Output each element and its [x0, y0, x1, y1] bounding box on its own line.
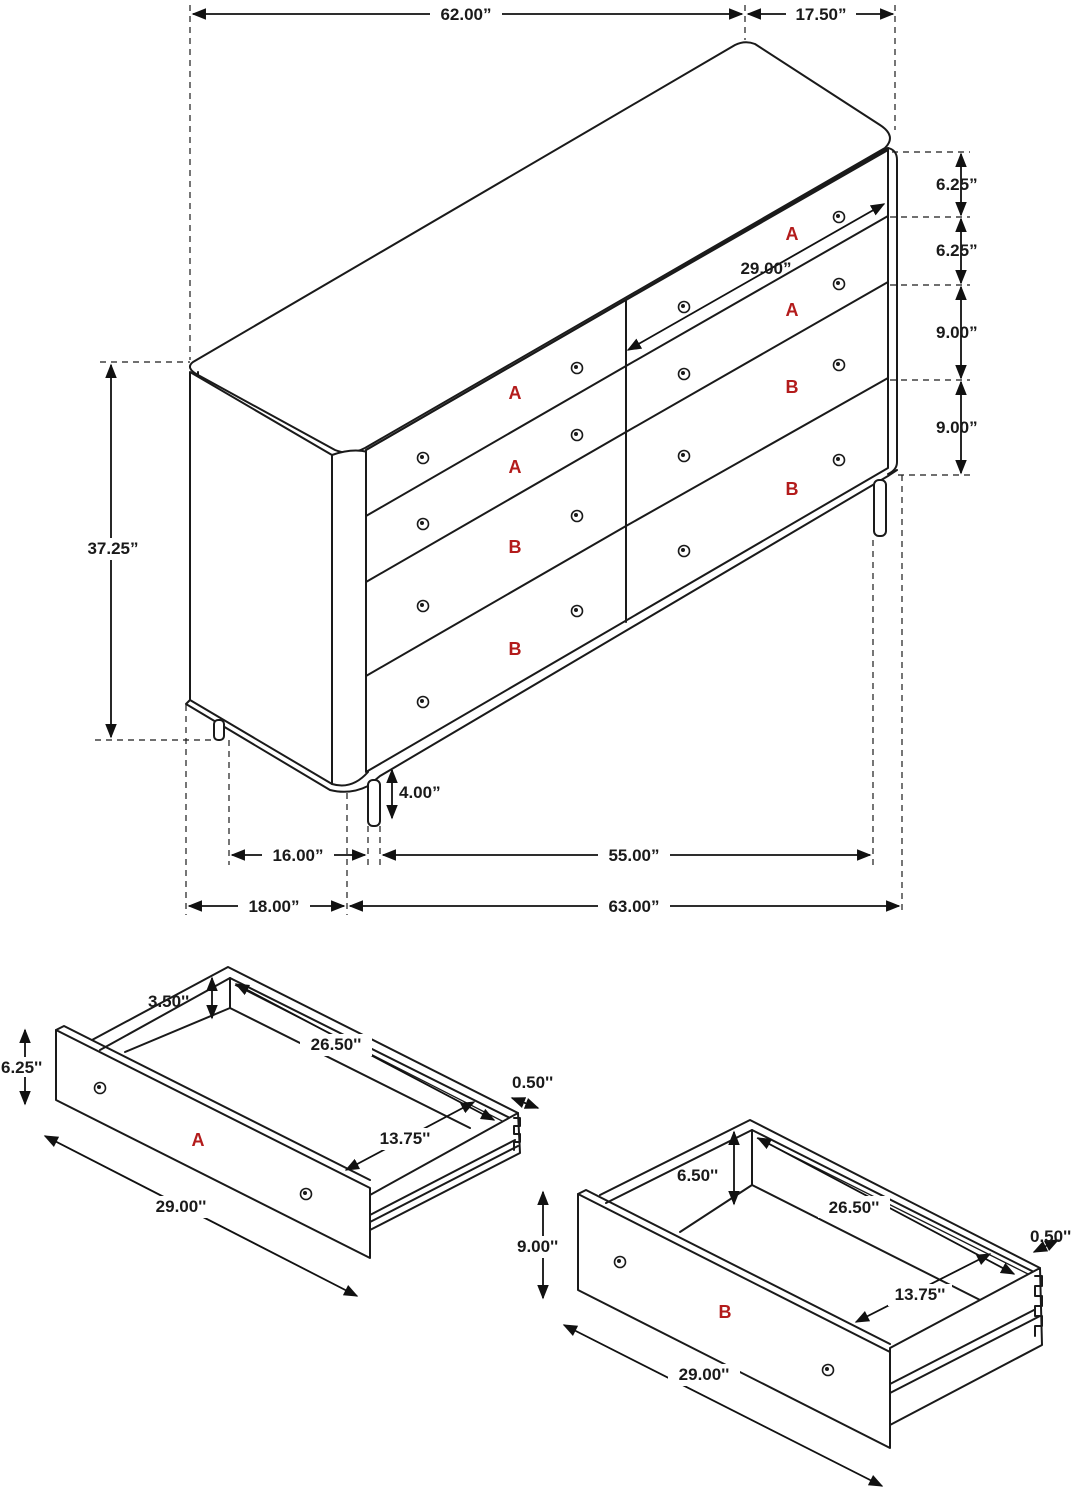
knob-icon [832, 210, 846, 224]
drawer-label-right-2: A [786, 300, 799, 320]
dim-drawer-top-height: 6.25” [936, 175, 978, 194]
knob-icon [299, 1187, 313, 1201]
dim-width: 62.00” [440, 5, 491, 24]
dim-leg-span-depth: 16.00” [272, 846, 323, 865]
dim-base-depth: 18.00” [248, 897, 299, 916]
drawer-b-front-width: 29.00'' [679, 1365, 730, 1384]
dresser-drawing [185, 41, 898, 827]
knob-icon [416, 451, 430, 465]
knob-icon [570, 428, 584, 442]
knob-icon [832, 277, 846, 291]
knob-icon [416, 695, 430, 709]
knob-icon [416, 599, 430, 613]
drawer-label-left-1: A [509, 383, 522, 403]
dim-drawer-third-height: 9.00” [936, 323, 978, 342]
dim-depth: 17.50” [795, 5, 846, 24]
drawer-b-inner-width: 13.75'' [895, 1285, 946, 1304]
drawer-a-back-thickness: 0.50'' [512, 1073, 553, 1092]
drawer-label-right-4: B [786, 479, 799, 499]
knob-icon [613, 1255, 627, 1269]
knob-icon [570, 509, 584, 523]
knob-icon [416, 517, 430, 531]
drawer-label-left-2: A [509, 457, 522, 477]
drawer-a-dimension-lines [19, 976, 540, 1297]
drawer-label-left-4: B [509, 639, 522, 659]
drawer-a-inner-length: 26.50'' [311, 1035, 362, 1054]
drawer-b-drawing [577, 1119, 1043, 1449]
knob-icon [677, 367, 691, 381]
knob-icon [93, 1081, 107, 1095]
dim-base-width: 63.00” [608, 897, 659, 916]
dim-leg-span-width: 55.00” [608, 846, 659, 865]
drawer-label-right-1: A [786, 224, 799, 244]
drawer-b-front-height: 9.00'' [517, 1237, 558, 1256]
dim-drawer-width: 29.00” [740, 259, 791, 278]
drawer-a-front-width: 29.00'' [156, 1197, 207, 1216]
dim-drawer-bottom-height: 9.00” [936, 418, 978, 437]
dim-leg-height: 4.00” [399, 783, 441, 802]
drawer-b-inner-depth: 6.50'' [677, 1166, 718, 1185]
knob-icon [677, 544, 691, 558]
drawer-b-label: B [719, 1302, 732, 1322]
drawer-b-inner-length: 26.50'' [829, 1198, 880, 1217]
drawer-a-inner-width: 13.75'' [380, 1129, 431, 1148]
drawer-label-right-3: B [786, 377, 799, 397]
knob-icon [832, 453, 846, 467]
drawer-a-label: A [192, 1130, 205, 1150]
knob-icon [570, 361, 584, 375]
drawer-a-inner-depth: 3.50'' [148, 992, 189, 1011]
dim-drawer-second-height: 6.25” [936, 241, 978, 260]
drawer-a-front-height: 6.25'' [1, 1058, 42, 1077]
drawer-label-left-3: B [509, 537, 522, 557]
knob-icon [677, 449, 691, 463]
knob-icon [677, 300, 691, 314]
dim-height: 37.25” [87, 539, 138, 558]
knob-icon [832, 358, 846, 372]
drawer-b-back-thickness: 0.50'' [1030, 1227, 1071, 1246]
knob-icon [570, 604, 584, 618]
knob-icon [821, 1363, 835, 1377]
